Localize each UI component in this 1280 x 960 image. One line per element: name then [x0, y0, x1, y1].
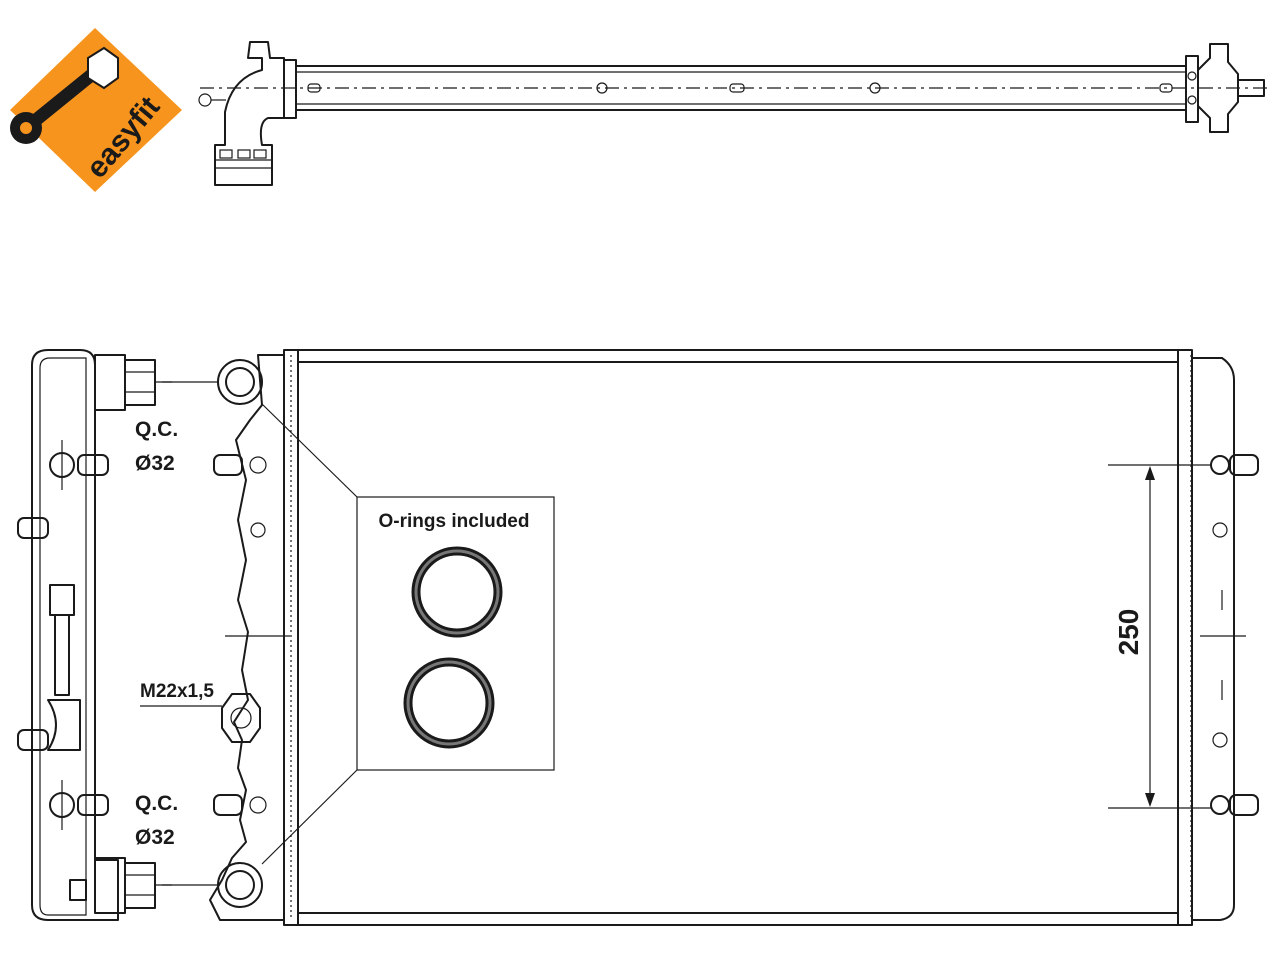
wrench-icon — [10, 46, 119, 144]
orings-label: O-rings included — [379, 511, 530, 532]
dimension-label: 250 — [1113, 609, 1144, 656]
radiator-core — [283, 349, 1193, 926]
easyfit-logo: easyfit — [10, 28, 182, 192]
top-view — [198, 41, 1270, 186]
qc-top-label: Q.C. — [135, 418, 178, 441]
qc-bottom-diameter: Ø32 — [135, 826, 175, 849]
left-tank — [140, 354, 290, 921]
side-view — [17, 349, 172, 921]
thread-label: M22x1,5 — [140, 681, 214, 702]
orings-callout: O-rings included — [261, 403, 555, 865]
logo-diamond — [10, 28, 182, 192]
right-tank — [1191, 357, 1259, 921]
qc-top-diameter: Ø32 — [135, 452, 175, 475]
qc-bottom-label: Q.C. — [135, 792, 178, 815]
dimension-250: 250 — [1108, 464, 1212, 809]
